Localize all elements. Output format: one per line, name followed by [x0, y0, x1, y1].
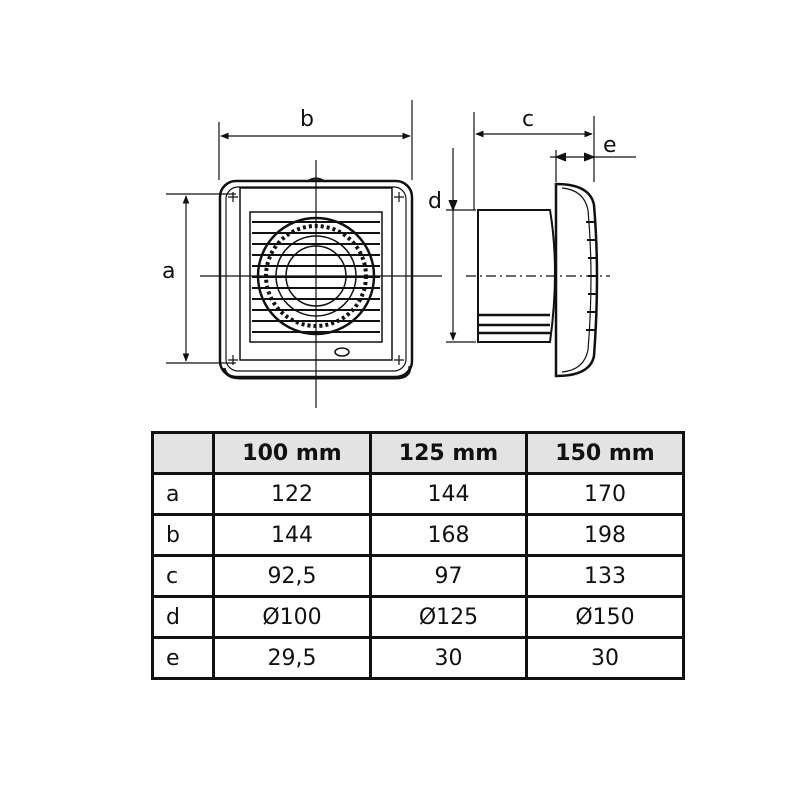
label-c: c: [522, 107, 534, 132]
table-row: a 122 144 170: [151, 472, 685, 516]
label-e: e: [603, 133, 617, 158]
table-cell: 97: [369, 554, 528, 598]
dimension-a: [166, 193, 236, 364]
label-a: a: [162, 259, 175, 284]
table-cell: 168: [369, 513, 528, 557]
row-label: b: [151, 513, 215, 557]
row-label: e: [151, 636, 215, 680]
table-cell: Ø150: [525, 595, 685, 639]
table-cell: 133: [525, 554, 685, 598]
table-row: c 92,5 97 133: [151, 554, 685, 598]
table-cell: Ø100: [212, 595, 372, 639]
label-d: d: [428, 189, 442, 214]
table-corner-cell: [151, 431, 215, 475]
column-header: 125 mm: [369, 431, 528, 475]
front-view: [200, 160, 442, 408]
table-cell: 92,5: [212, 554, 372, 598]
table-cell: 144: [212, 513, 372, 557]
table-cell: 170: [525, 472, 685, 516]
dimension-e: [550, 150, 636, 182]
table-cell: 122: [212, 472, 372, 516]
table-row: d Ø100 Ø125 Ø150: [151, 595, 685, 639]
table-cell: 144: [369, 472, 528, 516]
table-row: b 144 168 198: [151, 513, 685, 557]
side-view: [466, 182, 610, 378]
table-cell: Ø125: [369, 595, 528, 639]
column-header: 150 mm: [525, 431, 685, 475]
fan-dimension-drawing: a b c d e: [162, 100, 636, 408]
dimension-c: [473, 112, 595, 210]
table-row: e 29,5 30 30: [151, 636, 685, 680]
row-label: a: [151, 472, 215, 516]
row-label: d: [151, 595, 215, 639]
table-cell: 198: [525, 513, 685, 557]
table-header-row: 100 mm 125 mm 150 mm: [151, 431, 685, 475]
column-header: 100 mm: [212, 431, 372, 475]
row-label: c: [151, 554, 215, 598]
table-cell: 30: [525, 636, 685, 680]
label-b: b: [300, 107, 314, 132]
table-cell: 29,5: [212, 636, 372, 680]
dimension-b: [218, 100, 413, 180]
table-cell: 30: [369, 636, 528, 680]
dimension-d: [446, 148, 476, 343]
dimensions-table: 100 mm 125 mm 150 mm a 122 144 170 b 144…: [151, 431, 685, 680]
